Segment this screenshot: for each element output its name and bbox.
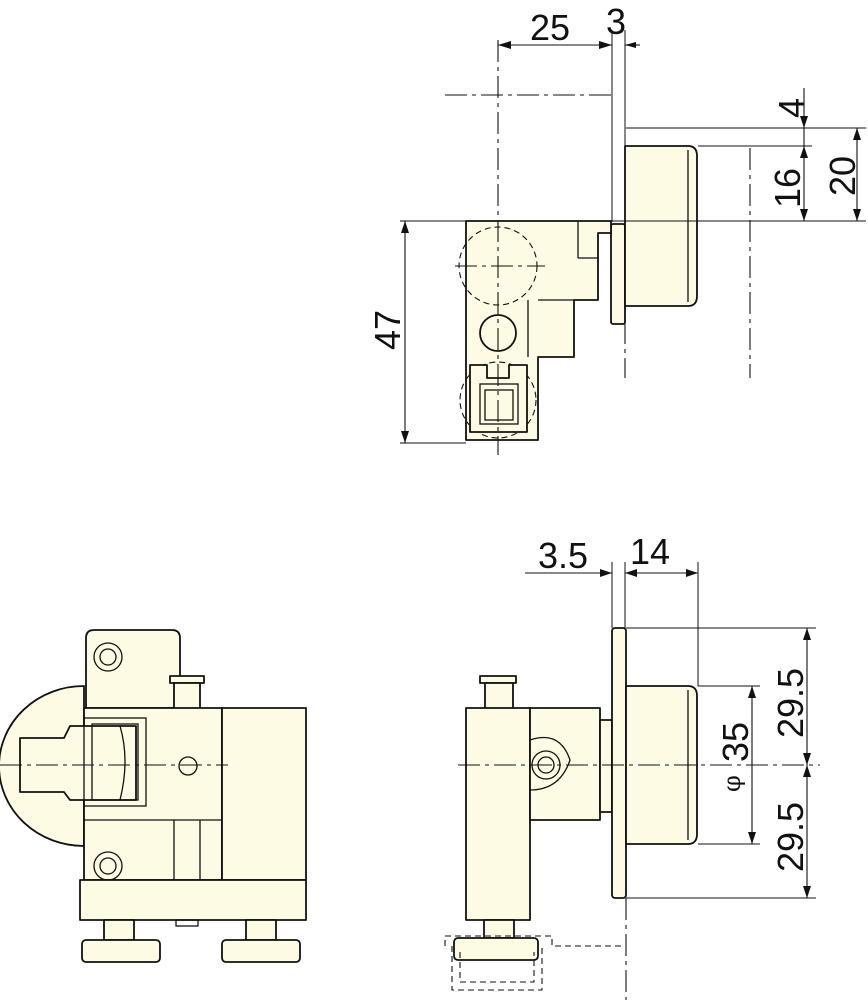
top-view-cylinder (624, 145, 698, 307)
dim-top-16: 16 (767, 168, 808, 208)
side-view-cylinder (625, 685, 698, 845)
top-view: 25 3 4 16 20 47 (367, 1, 866, 455)
side-view-bracket (529, 707, 601, 821)
side-view-bar (465, 707, 531, 921)
front-view-latch (19, 725, 137, 801)
side-view: 3.5 14 29.5 29.5 35 φ (444, 531, 820, 1000)
dim-side-phi-symbol: φ (718, 775, 746, 792)
dim-side-14: 14 (630, 531, 670, 572)
dim-side-29-5-upper: 29.5 (770, 668, 811, 738)
front-view-block (221, 707, 307, 881)
front-view-base (79, 879, 307, 921)
dim-side-35: 35 (715, 722, 756, 762)
dim-top-25: 25 (530, 7, 570, 48)
side-view-plate (611, 627, 627, 899)
dim-top-4: 4 (771, 98, 812, 118)
front-view (0, 629, 307, 963)
dim-side-29-5-lower: 29.5 (770, 802, 811, 872)
top-view-plate (610, 223, 626, 325)
dim-top-20: 20 (822, 156, 863, 196)
dim-top-3: 3 (606, 1, 626, 42)
dim-top-47: 47 (367, 310, 408, 350)
dim-side-3-5: 3.5 (538, 535, 588, 576)
